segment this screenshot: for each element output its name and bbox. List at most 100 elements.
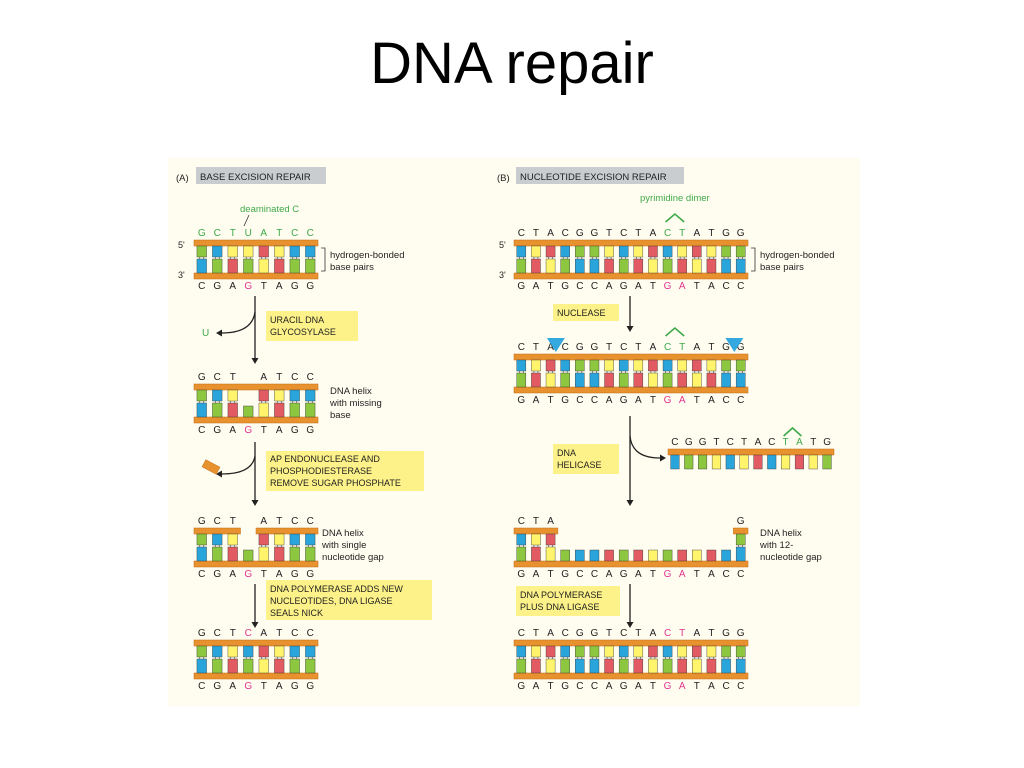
bottom-sequence-letter: A: [679, 681, 686, 692]
enzyme2-line2: PHOSPHODIESTERASE: [270, 466, 372, 476]
bottom-base: [305, 402, 316, 418]
fragment-letter: G: [699, 437, 707, 448]
top-sequence-letter: T: [230, 628, 236, 639]
top-base: [274, 389, 285, 402]
top-base: [735, 359, 746, 372]
panel-a-arrow-1: [251, 296, 259, 364]
panel-a-arrow-3: [251, 584, 259, 628]
bottom-base: [575, 549, 585, 562]
bottom-sequence-letter: T: [650, 681, 656, 692]
bottom-backbone: [193, 416, 319, 424]
missing-base-line2: with missing: [329, 398, 382, 409]
bottom-sequence-letter: T: [261, 281, 267, 292]
bottom-sequence-letter: T: [261, 425, 267, 436]
bottom-base: [735, 372, 746, 388]
top-sequence-letter: A: [650, 342, 657, 353]
bottom-base: [258, 658, 269, 674]
bottom-base: [196, 258, 207, 274]
bottom-sequence-letter: A: [635, 681, 642, 692]
top-sequence-letter: T: [276, 228, 282, 239]
top-sequence-letter: G: [198, 228, 206, 239]
top-sequence-letter: C: [562, 628, 569, 639]
bottom-sequence-letter: T: [548, 395, 554, 406]
top-base: [604, 245, 614, 258]
top-sequence-letter: C: [664, 628, 671, 639]
panel-a-letter: (A): [176, 173, 189, 184]
bottom-base: [648, 549, 658, 562]
top-sequence-letter: T: [635, 342, 641, 353]
top-backbone: [193, 239, 319, 247]
polymerase-ligase-b-label-box: [516, 586, 620, 616]
top-sequence-letter: T: [533, 342, 539, 353]
panel-b-arrow-3: [626, 584, 634, 628]
top-base: [274, 645, 285, 658]
top-base: [618, 245, 629, 258]
hb-label-b-line2: base pairs: [760, 262, 804, 273]
bottom-base: [618, 258, 629, 274]
bottom-base: [575, 258, 585, 274]
bottom-sequence-letter: T: [548, 281, 554, 292]
helicase-curve: [629, 435, 661, 459]
bottom-base: [589, 658, 600, 674]
bottom-base: [706, 549, 717, 562]
enzyme1-line2: GLYCOSYLASE: [270, 327, 336, 337]
top-sequence-letter: T: [679, 342, 685, 353]
fragment-letter: C: [727, 437, 734, 448]
top-base: [677, 245, 687, 258]
top-sequence-letter: C: [562, 342, 569, 353]
bottom-base: [706, 258, 717, 274]
top-base: [289, 645, 300, 658]
top-base: [706, 359, 717, 372]
top-sequence-letter: G: [737, 628, 745, 639]
fragment-letter: T: [783, 437, 789, 448]
top-base: [721, 645, 731, 658]
sugar-removal-curve: [221, 455, 256, 475]
top-base: [662, 645, 673, 658]
bottom-sequence-letter: G: [306, 281, 314, 292]
bottom-base: [545, 658, 556, 674]
nuclease-label-box: [553, 304, 619, 321]
bottom-base: [706, 658, 717, 674]
top-base: [545, 245, 556, 258]
fragment-base: [711, 454, 721, 470]
bottom-base: [560, 258, 570, 274]
bottom-sequence-letter: G: [517, 569, 525, 580]
nuclease-cut-icon: [725, 338, 744, 352]
removal-curve: [221, 311, 256, 334]
bottom-sequence-letter: G: [620, 681, 628, 692]
nuclease-label: NUCLEASE: [557, 308, 606, 318]
bottom-base: [531, 372, 541, 388]
bottom-base: [735, 658, 746, 674]
top-backbone: [513, 239, 749, 247]
top-base: [648, 359, 658, 372]
bottom-sequence-letter: G: [291, 281, 299, 292]
top-sequence-letter: C: [307, 516, 314, 527]
bottom-base: [648, 658, 658, 674]
top-base: [212, 245, 223, 258]
panel-a-header: (A)BASE EXCISION REPAIR: [176, 167, 326, 184]
bottom-base: [516, 658, 527, 674]
top-base: [662, 245, 673, 258]
top-sequence-letter: C: [620, 342, 627, 353]
bottom-base: [706, 372, 717, 388]
bottom-sequence-letter: T: [694, 281, 700, 292]
top-sequence-letter: C: [620, 628, 627, 639]
bottom-base: [721, 549, 731, 562]
bottom-sequence-letter: G: [517, 281, 525, 292]
bottom-base: [516, 372, 527, 388]
bottom-sequence-letter: G: [244, 569, 252, 580]
bottom-sequence-letter: A: [708, 281, 715, 292]
enzyme2-line3: REMOVE SUGAR PHOSPHATE: [270, 478, 401, 488]
top-sequence-letter: T: [276, 628, 282, 639]
bottom-sequence-letter: G: [664, 395, 672, 406]
top-sequence-letter: C: [214, 516, 221, 527]
top-sequence-letter: T: [533, 628, 539, 639]
bottom-backbone: [193, 560, 319, 568]
bottom-base: [604, 658, 614, 674]
top-sequence-letter: C: [291, 372, 298, 383]
twelve-gap-line2: with 12-: [759, 540, 793, 551]
top-backbone: [193, 383, 319, 391]
top-base: [735, 645, 746, 658]
